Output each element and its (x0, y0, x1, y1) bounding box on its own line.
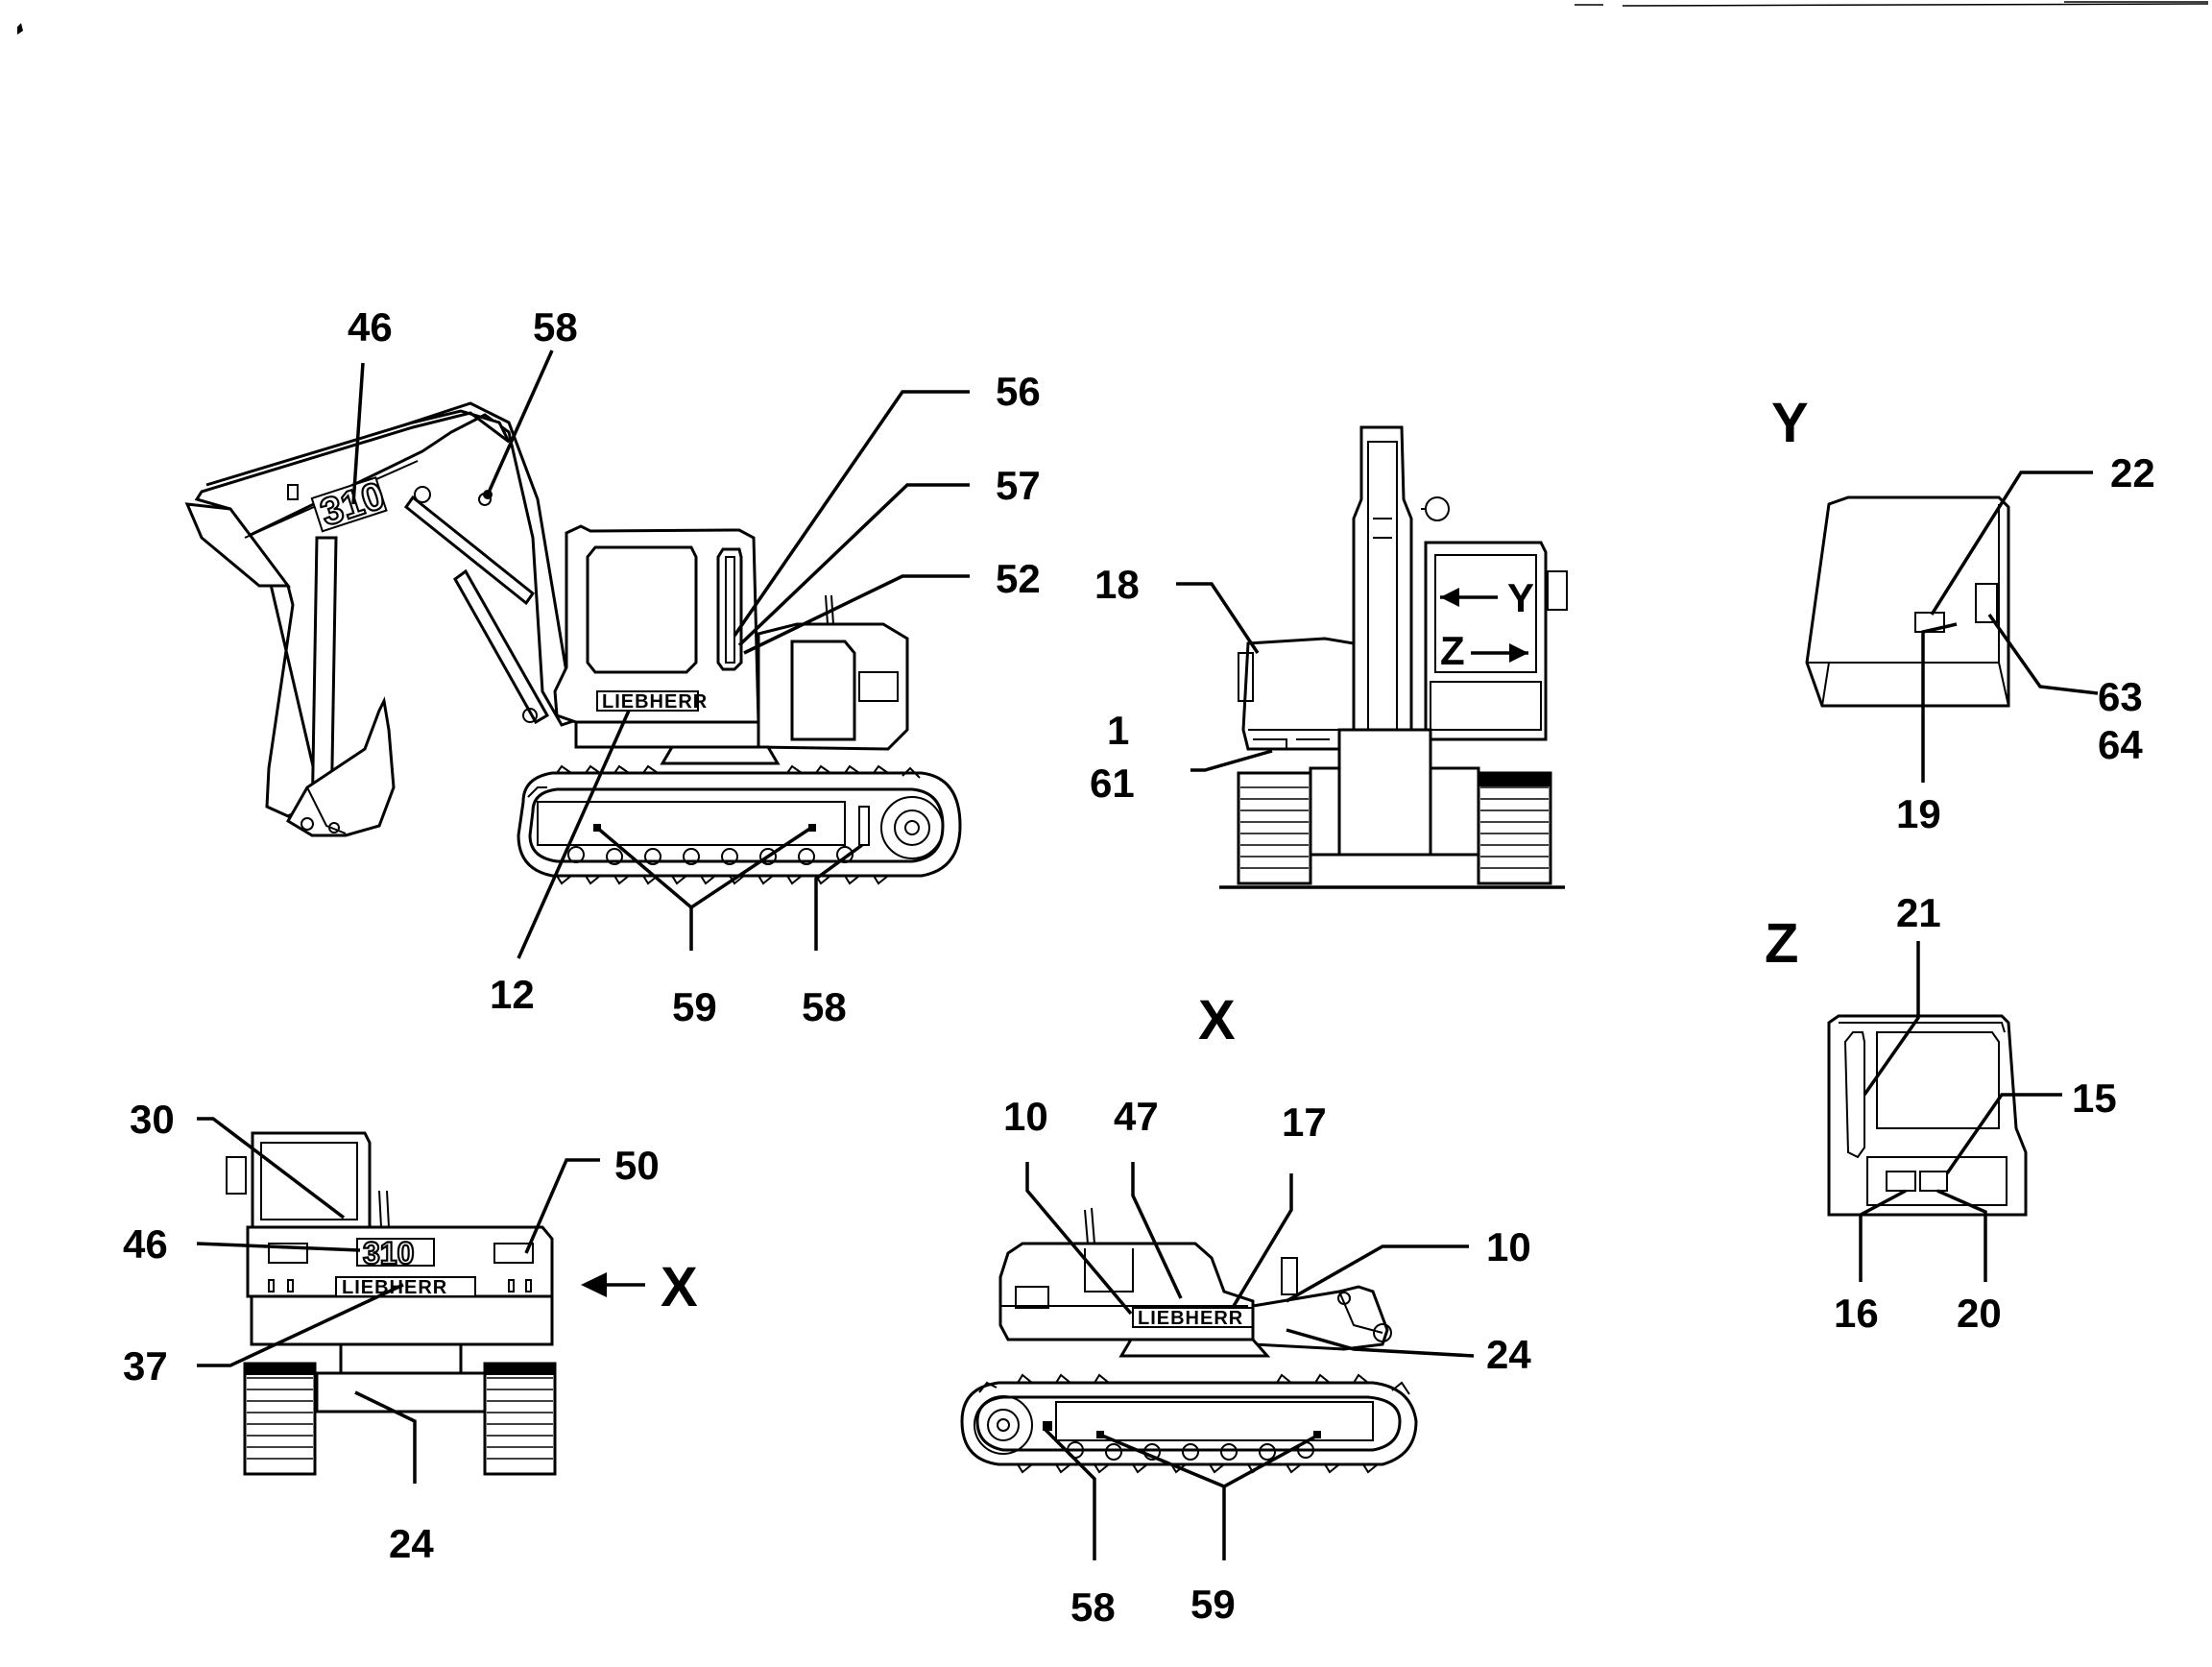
cab-side-brand-logo: LIEBHERR (602, 691, 708, 713)
scan-edge-lines (17, 1, 2209, 35)
callout-10-left: 10 (1003, 1094, 1048, 1139)
callout-63: 63 (2098, 674, 2143, 719)
callout-50: 50 (614, 1143, 660, 1188)
callout-24-rear: 24 (389, 1521, 434, 1566)
detail-y-marker: Y (1771, 392, 1809, 454)
callout-18: 18 (1094, 562, 1140, 607)
callout-10-right: 10 (1486, 1224, 1531, 1269)
callout-17: 17 (1282, 1099, 1327, 1145)
detail-z-marker: Z (1765, 912, 1798, 975)
callout-58-boom: 58 (533, 304, 578, 350)
callout-58-track-left: 58 (802, 984, 847, 1029)
callout-1: 1 (1107, 708, 1129, 753)
excavator-side-view-left: 310 LIEBHERR (184, 304, 1041, 1029)
callout-52: 52 (996, 556, 1041, 601)
rear-model-badge: 310 (363, 1236, 414, 1270)
callout-22: 22 (2110, 450, 2155, 495)
excavator-side-view-right: LIEBHERR 10 47 (960, 1094, 1531, 1630)
callout-12: 12 (490, 972, 535, 1017)
callout-64: 64 (2098, 722, 2143, 767)
callout-47: 47 (1114, 1094, 1159, 1139)
excavator-rear-view: 310 LIEBHERR X 30 50 46 37 24 (123, 1097, 698, 1566)
callout-24-right: 24 (1486, 1332, 1531, 1377)
boom-model-badge: 310 (316, 474, 390, 534)
detail-view-z: Z 21 15 16 20 (1765, 890, 2117, 1336)
front-arrow-z-label: Z (1440, 628, 1465, 673)
callout-15: 15 (2072, 1075, 2117, 1121)
callout-16: 16 (1834, 1291, 1879, 1336)
front-arrow-y-label: Y (1507, 575, 1534, 620)
callout-61: 61 (1090, 761, 1135, 806)
callout-30: 30 (130, 1097, 175, 1142)
right-side-brand-logo: LIEBHERR (1138, 1308, 1243, 1329)
rear-view-x-marker: X (661, 1256, 698, 1318)
callout-59-left: 59 (672, 984, 717, 1029)
excavator-front-view: Y Z 18 1 61 (1090, 425, 1568, 889)
callout-46-boom: 46 (348, 304, 393, 350)
view-x-marker: X (1198, 989, 1236, 1051)
callout-19: 19 (1896, 791, 1941, 836)
callout-58-track-right: 58 (1070, 1584, 1116, 1630)
callout-20: 20 (1957, 1291, 2002, 1336)
detail-view-y: Y 22 63 64 19 (1771, 392, 2155, 836)
callout-37: 37 (123, 1343, 168, 1389)
callout-56: 56 (996, 369, 1041, 414)
callout-59-right: 59 (1190, 1582, 1236, 1627)
callout-57: 57 (996, 463, 1041, 508)
callout-21: 21 (1896, 890, 1941, 935)
callout-46-rear: 46 (123, 1221, 168, 1267)
